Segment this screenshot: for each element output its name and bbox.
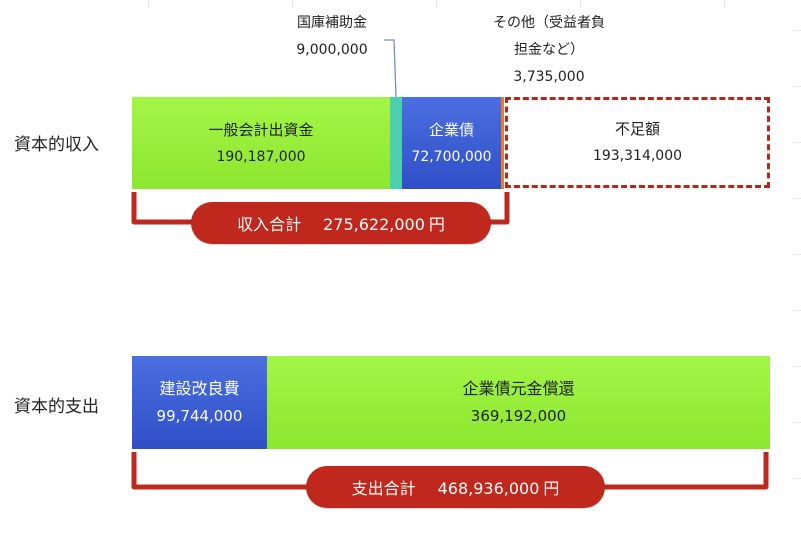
national-subsidy-amount: 9,000,000 <box>296 42 368 58</box>
gridline <box>148 0 149 8</box>
gridline <box>436 0 437 8</box>
bond-repayment-segment: 企業債元金償還 369,192,000 <box>267 356 770 449</box>
national-subsidy-leader-line <box>384 39 397 98</box>
bonds-label: 企業債 <box>428 120 474 139</box>
other-callout: その他（受益者負 担金など） 3,735,000 <box>467 10 631 91</box>
gridline <box>793 142 801 143</box>
expense-total-unit: 円 <box>543 479 560 498</box>
expense-total-amount: 468,936,000 <box>437 479 540 498</box>
general-account-segment: 一般会計出資金 190,187,000 <box>132 97 390 189</box>
gridline <box>793 422 801 423</box>
expense-row-label: 資本的支出 <box>14 397 99 417</box>
construction-label: 建設改良費 <box>159 379 240 398</box>
income-total-unit: 円 <box>428 215 445 234</box>
shortfall-amount: 193,314,000 <box>592 148 683 164</box>
bonds-amount: 72,700,000 <box>411 148 492 165</box>
other-amount: 3,735,000 <box>513 69 585 85</box>
gridline <box>793 30 801 31</box>
gridline <box>793 254 801 255</box>
bond-repayment-amount: 369,192,000 <box>470 407 567 425</box>
gridline <box>793 478 801 479</box>
general-account-label: 一般会計出資金 <box>208 120 314 139</box>
construction-amount: 99,744,000 <box>156 407 243 425</box>
gridline <box>580 0 581 8</box>
other-segment <box>501 97 504 189</box>
gridline <box>793 310 801 311</box>
national-subsidy-label: 国庫補助金 <box>297 15 367 31</box>
national-subsidy-segment <box>390 97 402 189</box>
bonds-segment: 企業債 72,700,000 <box>402 97 501 189</box>
expense-total-label: 支出合計 <box>351 479 416 498</box>
gridline <box>724 0 725 8</box>
income-total-amount: 275,622,000 <box>323 215 425 234</box>
income-row-label: 資本的収入 <box>14 135 99 155</box>
other-label-line2: 担金など） <box>514 42 584 58</box>
bond-repayment-label: 企業債元金償還 <box>462 379 575 398</box>
construction-segment: 建設改良費 99,744,000 <box>132 356 267 449</box>
shortfall-box: 不足額 193,314,000 <box>505 97 770 188</box>
general-account-amount: 190,187,000 <box>216 148 306 165</box>
national-subsidy-callout: 国庫補助金 9,000,000 <box>272 10 392 64</box>
gridline <box>793 86 801 87</box>
gridline <box>292 0 293 8</box>
gridline <box>793 366 801 367</box>
gridline <box>793 198 801 199</box>
income-total-label: 収入合計 <box>237 215 302 234</box>
other-label-line1: その他（受益者負 <box>493 15 605 31</box>
shortfall-label: 不足額 <box>614 120 660 138</box>
